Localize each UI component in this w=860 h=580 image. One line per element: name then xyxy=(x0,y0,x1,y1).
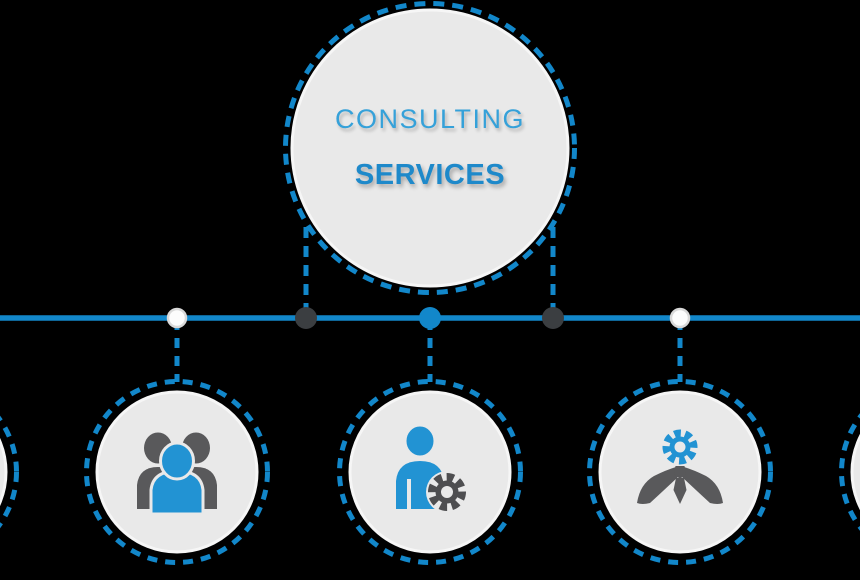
hub-dashed-border xyxy=(283,1,577,295)
branch-circle-gear-head xyxy=(587,379,773,565)
people-group-icon xyxy=(137,432,217,516)
partial-circle-left xyxy=(0,415,19,529)
node-white-right xyxy=(669,307,691,329)
node-white-left xyxy=(166,307,188,329)
branch-circle-person-gear xyxy=(337,379,523,565)
hub-circle xyxy=(290,8,570,288)
node-dark-left xyxy=(295,307,317,329)
person-gear-icon xyxy=(396,423,468,513)
node-dark-right xyxy=(542,307,564,329)
branch-circle-team xyxy=(84,379,270,565)
node-blue-center xyxy=(419,307,441,329)
partial-circle-right xyxy=(839,413,860,531)
gear-head-person-icon xyxy=(637,429,723,504)
